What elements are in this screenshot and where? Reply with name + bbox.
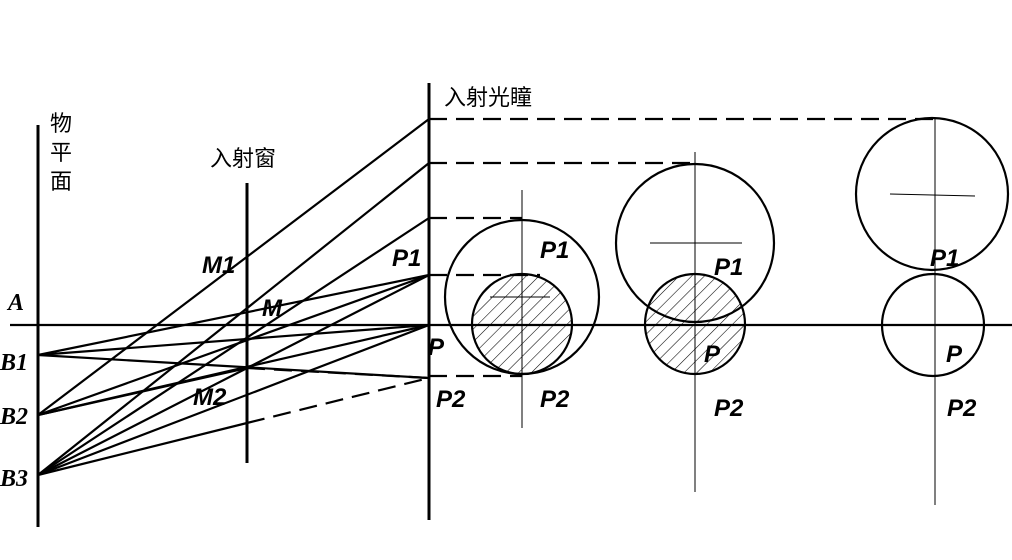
hatched-overlap-2: [645, 274, 745, 374]
ray-fan: [37, 118, 430, 477]
label-M1: M1: [202, 252, 235, 279]
pupil-circle-small: [643, 272, 747, 376]
entrance-window-label: 入射窗: [210, 147, 276, 172]
vignetted-rays: [246, 366, 430, 425]
object-plane-label-3: 面: [50, 170, 72, 195]
label-P1-pupil: P1: [392, 245, 421, 272]
label-P2-group3: P2: [947, 395, 977, 422]
label-P2-group2: P2: [714, 395, 744, 422]
label-P-pupil: P: [428, 334, 445, 361]
label-M: M: [262, 295, 283, 322]
label-P2-group1: P2: [540, 386, 570, 413]
hatched-overlap-1: [472, 274, 572, 374]
object-plane-label-1: 物: [50, 112, 72, 137]
object-plane-label-2: 平: [50, 141, 72, 166]
label-B1: B1: [0, 350, 28, 376]
label-B2: B2: [0, 404, 28, 430]
label-M2: M2: [193, 384, 227, 411]
pupil-group-1: [443, 190, 601, 428]
pupil-group-2: [614, 152, 776, 492]
label-A: A: [6, 290, 24, 316]
entrance-pupil-label: 入射光瞳: [444, 86, 532, 111]
label-B3: B3: [0, 466, 28, 492]
pupil-circle-small: [880, 272, 986, 378]
label-P-group2: P: [704, 341, 721, 368]
label-P1-group3: P1: [930, 245, 959, 272]
label-P1-group1: P1: [540, 237, 569, 264]
pupil-circle-large: [854, 116, 1010, 272]
label-P2-pupil: P2: [436, 386, 466, 413]
label-P-group3: P: [946, 341, 963, 368]
pupil-group-3: [854, 116, 1010, 505]
pupil-circle-small: [470, 272, 574, 376]
label-P1-group2: P1: [714, 254, 743, 281]
